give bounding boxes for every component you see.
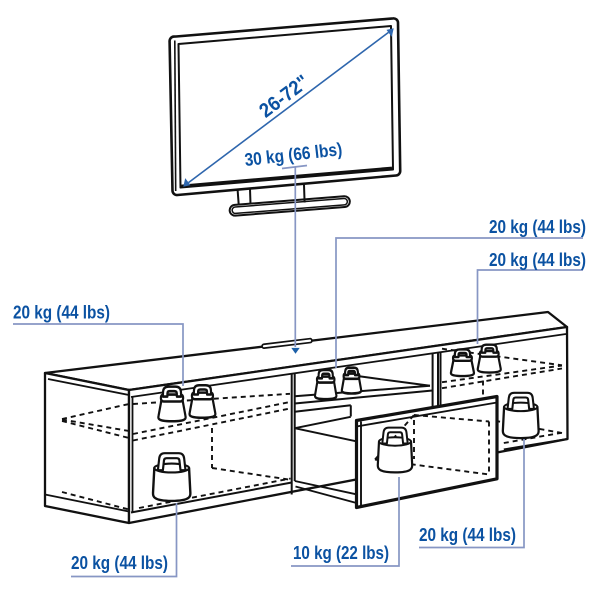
svg-text:20 kg (44 lbs): 20 kg (44 lbs) [13,303,110,323]
svg-text:20 kg (44 lbs): 20 kg (44 lbs) [71,553,168,573]
svg-text:10 kg (22 lbs): 10 kg (22 lbs) [293,543,389,563]
svg-text:20 kg (44 lbs): 20 kg (44 lbs) [489,250,586,270]
svg-text:30 kg (66 lbs): 30 kg (66 lbs) [244,139,344,170]
svg-text:20 kg (44 lbs): 20 kg (44 lbs) [489,217,586,237]
svg-text:26-72": 26-72" [255,71,313,122]
svg-text:20 kg (44 lbs): 20 kg (44 lbs) [419,525,516,545]
